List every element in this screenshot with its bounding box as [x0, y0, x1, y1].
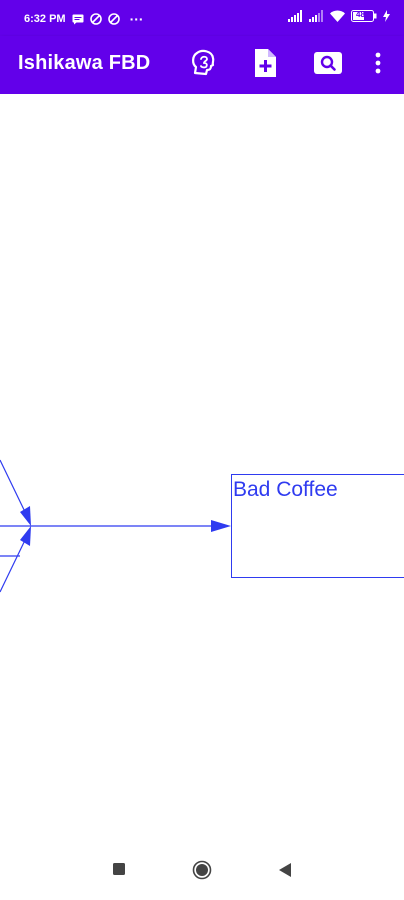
- spine-arrowhead: [211, 520, 231, 532]
- signal-icon: [309, 10, 324, 22]
- battery-icon: 48: [351, 10, 377, 22]
- square-icon: [112, 863, 126, 880]
- circle-icon: [192, 860, 212, 884]
- back-button[interactable]: [278, 862, 292, 883]
- battery-level: 48: [356, 10, 365, 19]
- brain-head-button[interactable]: [186, 48, 220, 82]
- status-time: 6:32 PM: [24, 13, 66, 25]
- lower-cause-bone: [0, 535, 28, 593]
- diagram-canvas[interactable]: [0, 94, 404, 834]
- effect-box[interactable]: [231, 474, 404, 578]
- new-document-icon: [251, 47, 279, 84]
- search-button[interactable]: [311, 48, 345, 82]
- charging-icon: [383, 10, 390, 22]
- app-bar: Ishikawa FBD: [0, 36, 404, 94]
- overflow-menu-button[interactable]: [363, 48, 393, 82]
- status-left: 6:32 PM ···: [24, 11, 144, 27]
- search-icon: [312, 49, 344, 82]
- home-button[interactable]: [192, 860, 212, 885]
- effect-label: Bad Coffee: [233, 478, 338, 501]
- fishbone-diagram: [0, 459, 231, 593]
- triangle-back-icon: [278, 863, 292, 882]
- recents-button[interactable]: [112, 862, 126, 881]
- no-sync-icon: [89, 13, 102, 25]
- nav-bar: [0, 834, 404, 900]
- status-right: 48: [288, 10, 390, 22]
- status-bar: 6:32 PM ··· 48: [0, 0, 404, 36]
- no-sync-icon: [107, 13, 120, 25]
- more-notifications-icon: ···: [129, 11, 144, 27]
- wifi-icon: [330, 10, 345, 22]
- upper-cause-bone: [0, 459, 28, 517]
- message-icon: [72, 14, 84, 25]
- brain-head-icon: [187, 47, 219, 84]
- new-document-button[interactable]: [248, 48, 282, 82]
- signal-icon: [288, 10, 303, 22]
- overflow-menu-icon: [375, 52, 381, 79]
- upper-bone-arrowhead: [20, 506, 31, 526]
- app-title: Ishikawa FBD: [18, 52, 151, 74]
- lower-bone-arrowhead: [20, 526, 31, 546]
